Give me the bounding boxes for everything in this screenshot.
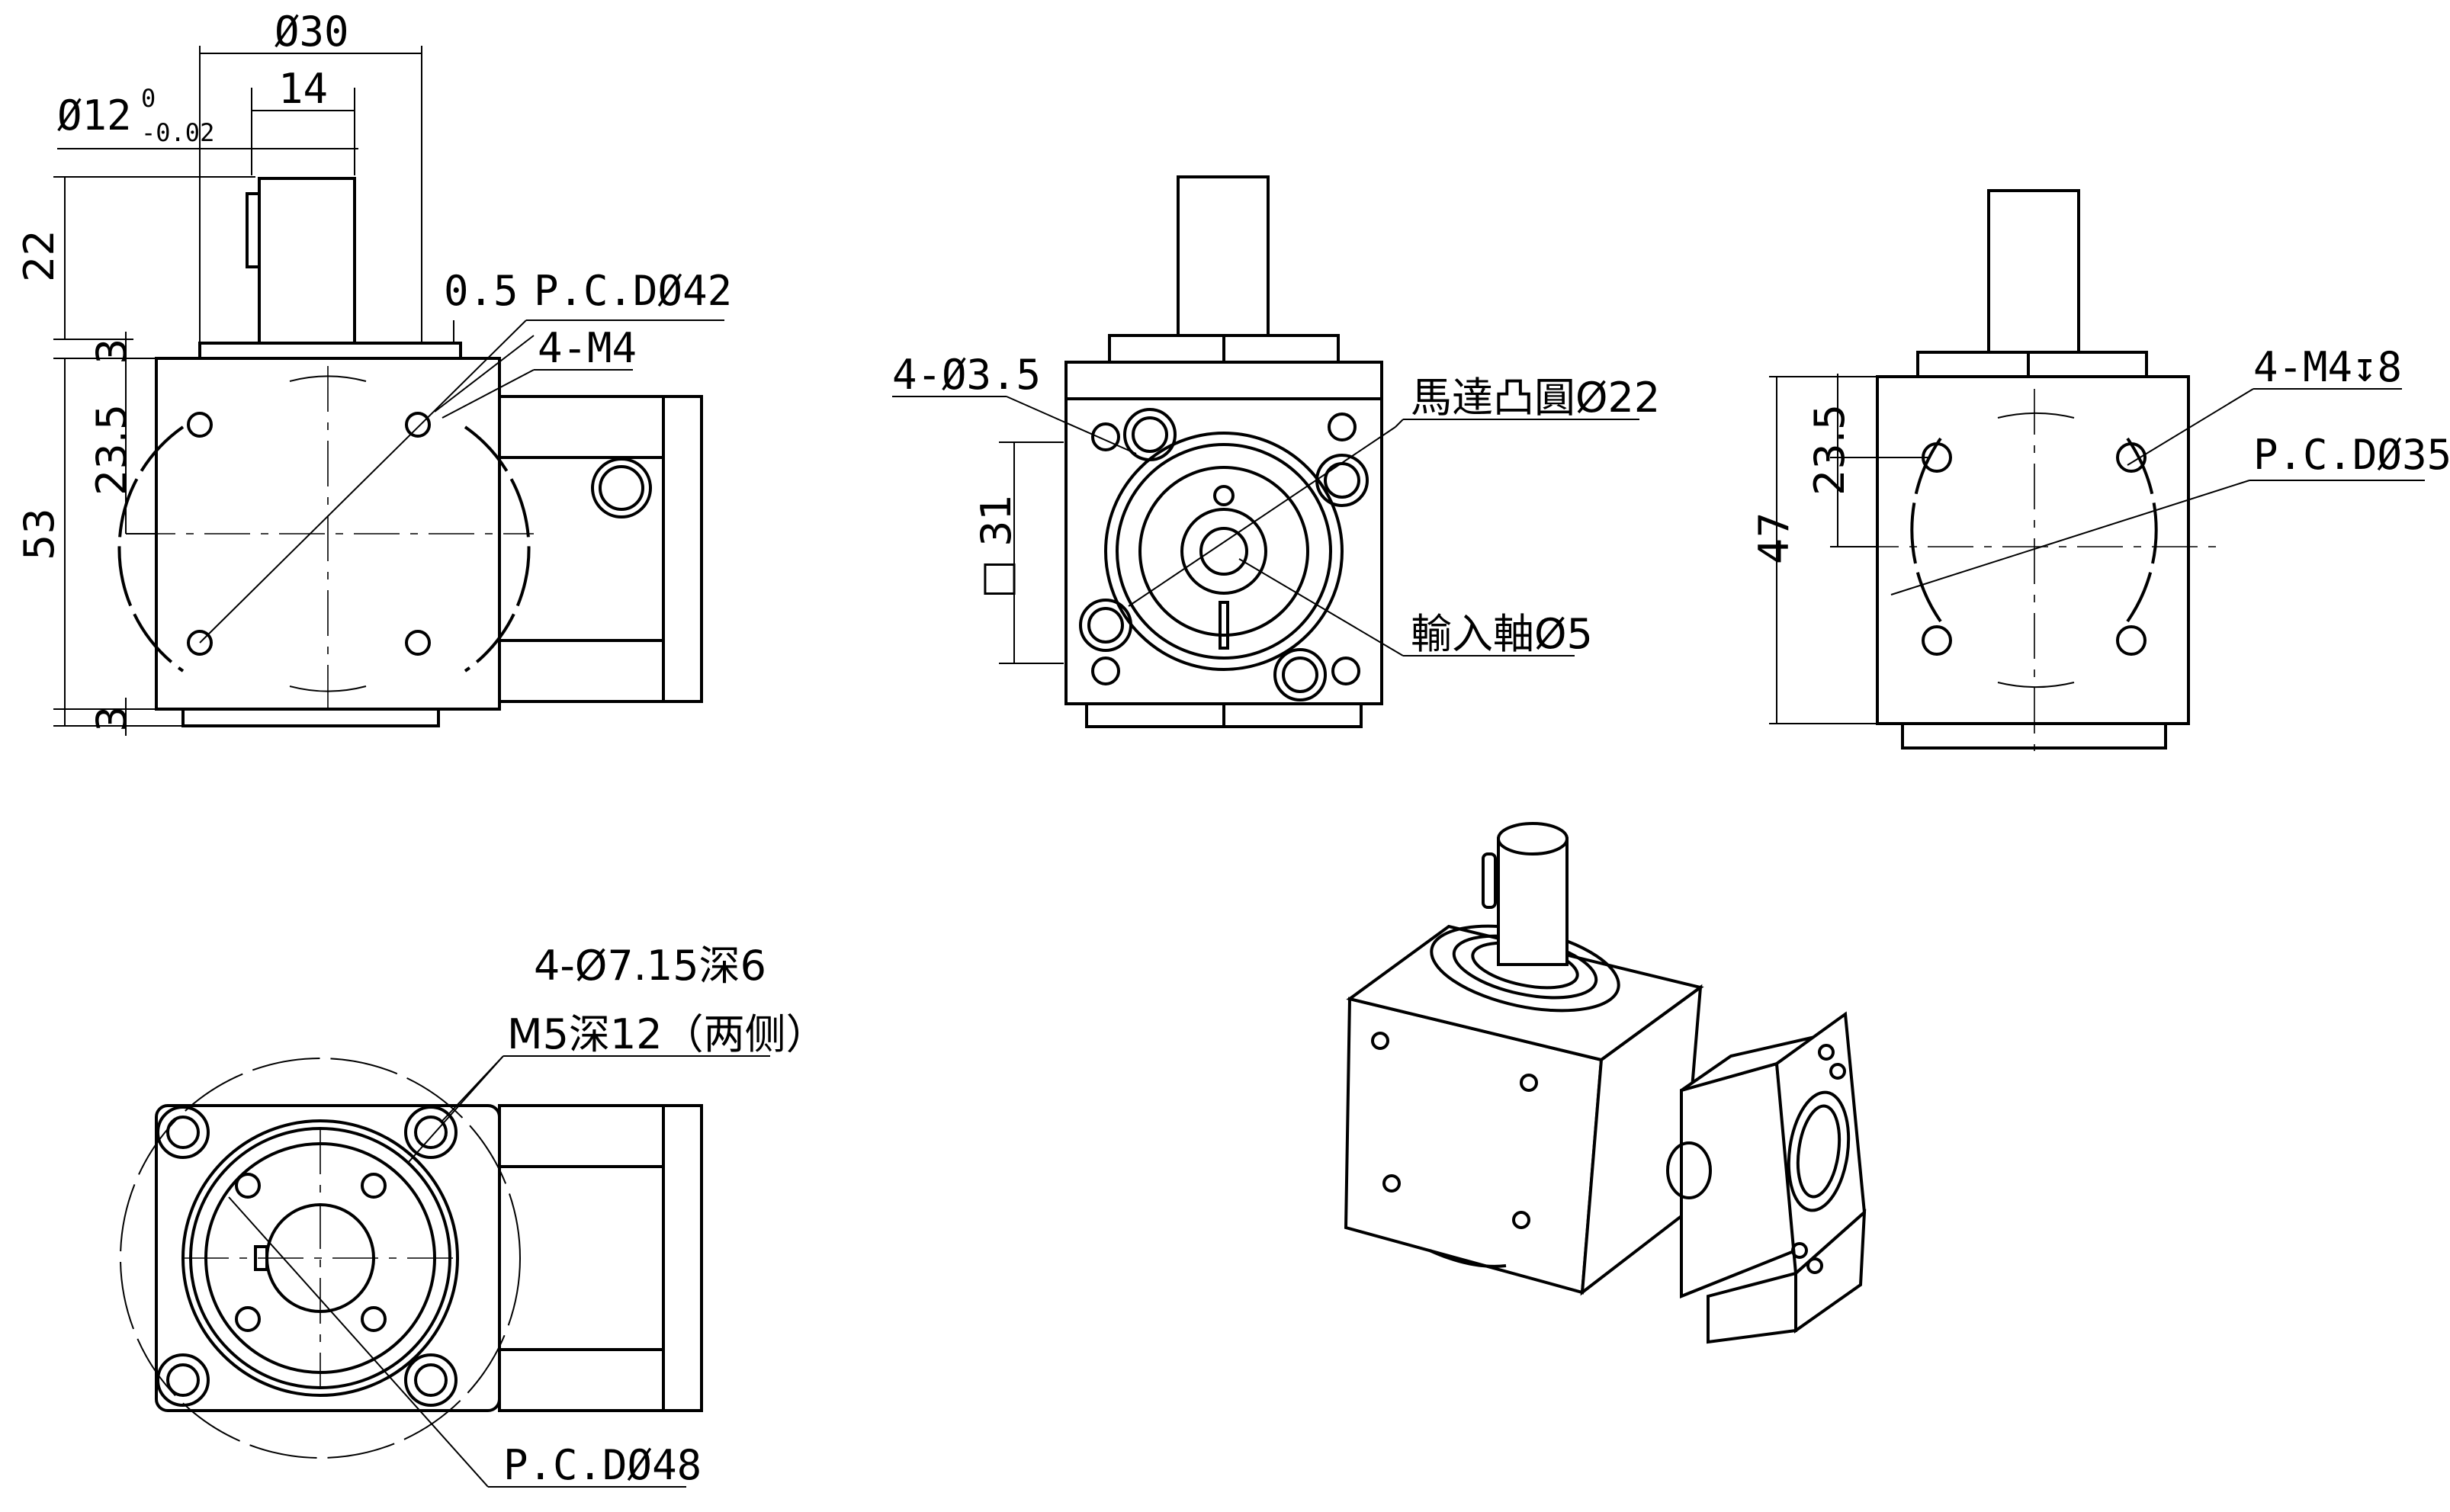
label-pcd35: P.C.DØ35 — [2253, 431, 2450, 479]
front-boss-inner — [1138, 466, 1309, 637]
front-hole — [1091, 656, 1120, 685]
back-output-shaft — [1987, 189, 2080, 354]
bottom-counterbore — [156, 1353, 210, 1407]
label-4-m4-depth: 4-M4↧8 — [2253, 343, 2402, 391]
side-shaft-key — [246, 192, 261, 268]
label-4-m4: 4-M4 — [538, 324, 637, 372]
side-bolt-hole — [187, 630, 213, 656]
side-bolt-hole — [187, 412, 213, 438]
bottom-counterbore — [404, 1106, 458, 1159]
dim-22: 22 — [15, 230, 63, 282]
front-output-shaft — [1177, 175, 1270, 337]
front-counterbore — [1273, 648, 1327, 701]
back-m4-hole — [2116, 442, 2147, 473]
front-boss-ring — [1116, 443, 1332, 660]
side-bolt-hole — [405, 630, 431, 656]
bottom-view: 4-Ø7.15深6 M5深12（两侧） P.C.DØ48 — [120, 942, 827, 1489]
iso-flange-bore — [1787, 1090, 1851, 1212]
dim-3-top: 3 — [88, 339, 136, 364]
label-4-dia3-5: 4-Ø3.5 — [892, 351, 1041, 399]
front-input-shaft — [1199, 527, 1248, 576]
iso-shaft-end — [1497, 822, 1569, 856]
front-counterbore — [1123, 408, 1177, 461]
side-bottom-step — [181, 708, 440, 727]
back-view: 4-M4↧8 P.C.DØ35 47 23.5 — [1750, 189, 2450, 751]
dim-23-5: 23.5 — [88, 404, 136, 496]
iso-port — [1666, 1141, 1712, 1199]
label-4-dia7-15: 4-Ø7.15深6 — [534, 942, 766, 990]
front-key-hole — [1213, 485, 1235, 506]
bottom-pcd48-circle — [120, 1058, 521, 1459]
iso-output-shaft — [1497, 837, 1569, 966]
side-port-outer — [591, 457, 652, 518]
back-m4-hole — [1922, 625, 1952, 656]
side-port-inner — [599, 465, 644, 511]
back-top-flange — [1916, 351, 2148, 378]
side-top-step — [198, 342, 462, 360]
isometric-view — [1344, 822, 1867, 1344]
label-pcd42: P.C.DØ42 — [534, 267, 732, 315]
front-hole — [1331, 656, 1360, 685]
dim-tol-lower: -0.02 — [141, 118, 214, 147]
dim-47: 47 — [1750, 512, 1798, 564]
side-view: Ø30 14 Ø12 0 -0.02 22 3 23.5 53 3 0.5 P.… — [15, 8, 732, 736]
side-right-flange — [662, 395, 703, 703]
label-m5: M5深12（两侧） — [507, 1010, 827, 1058]
side-output-shaft — [258, 177, 356, 345]
dim-dia30: Ø30 — [275, 8, 349, 56]
back-m4-hole — [2116, 625, 2147, 656]
label-motor-boss: 馬達凸圓Ø22 — [1411, 374, 1660, 422]
bottom-counterbore — [156, 1106, 210, 1159]
dim-sq31: □ 31 — [972, 494, 1020, 599]
label-pcd48: P.C.DØ48 — [503, 1441, 702, 1489]
dim-back-23-5: 23.5 — [1806, 404, 1854, 496]
front-top-step — [1064, 361, 1383, 400]
front-hole — [1328, 413, 1357, 441]
dim-dia12: Ø12 — [57, 91, 132, 140]
dim-14: 14 — [278, 65, 328, 113]
dim-3-bottom: 3 — [88, 706, 136, 732]
front-boss-outer — [1104, 432, 1344, 671]
side-bolt-hole — [405, 412, 431, 438]
front-view: □ 31 4-Ø3.5 馬達凸圓Ø22 輸入軸Ø5 — [892, 175, 1660, 728]
dim-tol-upper: 0 — [141, 84, 156, 113]
bottom-right-flange — [662, 1104, 703, 1412]
iso-shaft-key — [1482, 852, 1497, 909]
dim-0-5: 0.5 — [444, 267, 519, 315]
label-input-shaft: 輸入軸Ø5 — [1411, 610, 1593, 658]
bottom-counterbore — [404, 1353, 458, 1407]
front-shaft-collar — [1180, 508, 1267, 595]
front-counterbore — [1079, 599, 1132, 652]
side-right-housing — [498, 395, 665, 703]
front-hole — [1091, 422, 1120, 451]
dim-53: 53 — [15, 508, 63, 560]
bottom-right-housing — [498, 1104, 665, 1412]
